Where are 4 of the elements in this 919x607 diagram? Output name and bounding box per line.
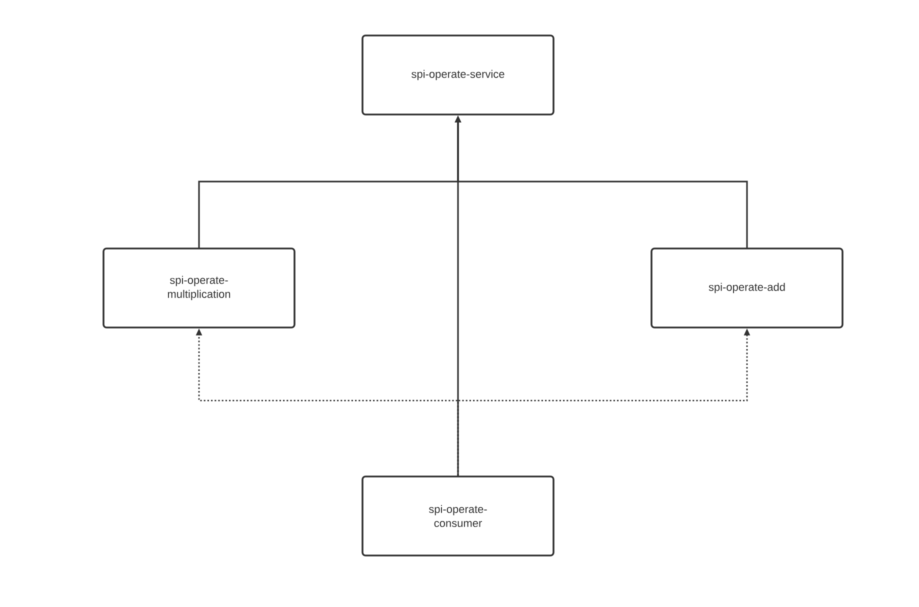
- process-box: spi-operate-add: [650, 248, 844, 328]
- process-box: spi-operate-multiplication: [102, 248, 296, 328]
- process-box: spi-operate-service: [362, 34, 554, 116]
- process-box: spi-operate-consumer: [362, 476, 554, 556]
